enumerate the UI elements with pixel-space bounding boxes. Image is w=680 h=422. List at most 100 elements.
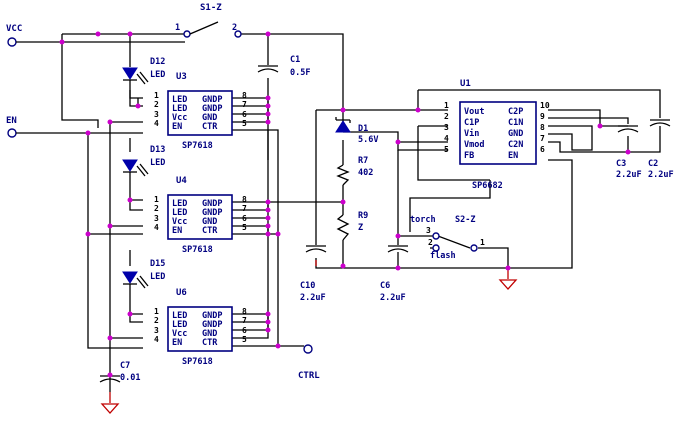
- u4-num-6: 6: [242, 214, 247, 223]
- u1-pin-en: EN: [508, 151, 518, 161]
- u3-num-3: 3: [154, 110, 159, 119]
- u1-pin-vin: Vin: [464, 128, 479, 139]
- ground-symbol-c7: [100, 403, 120, 414]
- u1-num-1: 1: [444, 101, 449, 110]
- u3-pin-gndp1: GNDP: [202, 95, 222, 105]
- u1-num-3: 3: [444, 123, 449, 132]
- u6-pin-en: EN: [172, 338, 182, 348]
- u3-num-2: 2: [154, 100, 159, 109]
- u3-pin-ctr: CTR: [202, 122, 218, 132]
- r9-value-label: Z: [358, 223, 363, 233]
- d13-ref-label: D13: [150, 145, 165, 155]
- u4-num-1: 1: [154, 195, 159, 204]
- s2-flash-label: flash: [430, 251, 456, 261]
- u6-pin-gndp1: GNDP: [202, 311, 222, 321]
- u6-ref-label: U6: [176, 288, 187, 298]
- u1-num-9: 9: [540, 112, 545, 121]
- r7-value-label: 402: [358, 168, 373, 178]
- ic-u1: U1 Vout C1P Vin Vmod FB C2P C1N GND C2N …: [444, 79, 550, 191]
- u1-pin-vout: Vout: [464, 107, 484, 117]
- d13-type-label: LED: [150, 158, 165, 168]
- u1-pin-c2p: C2P: [508, 107, 523, 117]
- zener-d1: D1 5.6V: [335, 117, 378, 145]
- u1-pin-vmod: Vmod: [464, 140, 484, 150]
- u1-num-4: 4: [444, 134, 449, 143]
- capacitor-c10: C10 2.2uF: [300, 245, 327, 303]
- u4-pin-en: EN: [172, 226, 182, 236]
- r9-ref-label: R9: [358, 211, 368, 221]
- u3-pin-en: EN: [172, 122, 182, 132]
- ground-symbol-main: [498, 279, 518, 290]
- en-terminal[interactable]: [7, 128, 17, 138]
- u1-num-8: 8: [540, 123, 545, 132]
- switch-s1[interactable]: 1 2 S1-Z: [175, 3, 242, 38]
- u6-pin-ctr: CTR: [202, 338, 218, 348]
- wiring: [16, 33, 661, 392]
- s1-ref-label: S1-Z: [200, 3, 222, 13]
- r7-ref-label: R7: [358, 156, 368, 166]
- u3-num-4: 4: [154, 119, 159, 128]
- resistor-r7: R7 402: [336, 156, 373, 186]
- u1-pin-c2n: C2N: [508, 140, 523, 150]
- c3-value-label: 2.2uF: [616, 170, 642, 180]
- d12-ref-label: D12: [150, 57, 165, 67]
- u6-num-1: 1: [154, 307, 159, 316]
- en-net-label: EN: [6, 116, 17, 126]
- u6-num-5: 5: [242, 335, 247, 344]
- capacitor-c2: C2 2.2uF: [648, 119, 674, 180]
- c6-ref-label: C6: [380, 281, 390, 291]
- u1-ref-label: U1: [460, 79, 471, 89]
- junction-dots: [59, 31, 631, 378]
- u6-pin-led2: LED: [172, 320, 187, 330]
- u6-num-7: 7: [242, 316, 247, 325]
- led-d15: D15 LED: [122, 259, 165, 289]
- c6-value-label: 2.2uF: [380, 293, 406, 303]
- vcc-net-label: VCC: [6, 24, 22, 34]
- u1-num-6: 6: [540, 145, 545, 154]
- u3-part-label: SP7618: [182, 141, 213, 151]
- ctrl-terminal[interactable]: [303, 344, 313, 354]
- s1-pin2-label: 2: [232, 23, 237, 33]
- capacitor-c3: C3 2.2uF: [616, 125, 642, 180]
- u3-num-5: 5: [242, 119, 247, 128]
- u6-num-8: 8: [242, 307, 247, 316]
- d15-ref-label: D15: [150, 259, 165, 269]
- u4-pin-led1: LED: [172, 199, 187, 209]
- u4-ref-label: U4: [176, 176, 187, 186]
- d1-value-label: 5.6V: [358, 135, 378, 145]
- s1-pin1-label: 1: [175, 23, 180, 33]
- u6-num-3: 3: [154, 326, 159, 335]
- u6-pin-vcc: Vcc: [172, 329, 187, 339]
- capacitor-c7: C7 0.01: [99, 361, 140, 383]
- u4-num-7: 7: [242, 204, 247, 213]
- u3-pin-vcc: Vcc: [172, 113, 187, 123]
- d12-type-label: LED: [150, 70, 165, 80]
- led-d12: D12 LED: [122, 57, 165, 85]
- u6-num-6: 6: [242, 326, 247, 335]
- u3-num-7: 7: [242, 100, 247, 109]
- u4-num-4: 4: [154, 223, 159, 232]
- u3-num-8: 8: [242, 91, 247, 100]
- c2-value-label: 2.2uF: [648, 170, 674, 180]
- c1-ref-label: C1: [290, 55, 300, 65]
- capacitor-c6: C6 2.2uF: [380, 245, 409, 303]
- c10-ref-label: C10: [300, 281, 315, 291]
- u4-pin-vcc: Vcc: [172, 217, 187, 227]
- u3-pin-gndp2: GNDP: [202, 104, 222, 114]
- u4-pin-gndp2: GNDP: [202, 208, 222, 218]
- ctrl-net-label: CTRL: [298, 371, 320, 381]
- u4-part-label: SP7618: [182, 245, 213, 255]
- d1-ref-label: D1: [358, 124, 368, 134]
- vcc-terminal[interactable]: [7, 37, 17, 47]
- s2-pin3-label: 3: [426, 226, 431, 235]
- s2-pin2-label: 2: [428, 238, 433, 247]
- resistor-r9: R9 Z: [336, 211, 368, 241]
- switch-s2[interactable]: S2-Z torch flash 3 2 1: [410, 215, 485, 261]
- u6-pin-led1: LED: [172, 311, 187, 321]
- u3-pin-gnd: GND: [202, 113, 217, 123]
- u3-num-6: 6: [242, 110, 247, 119]
- u6-num-4: 4: [154, 335, 159, 344]
- u1-pin-gnd: GND: [508, 129, 523, 139]
- c2-ref-label: C2: [648, 159, 658, 169]
